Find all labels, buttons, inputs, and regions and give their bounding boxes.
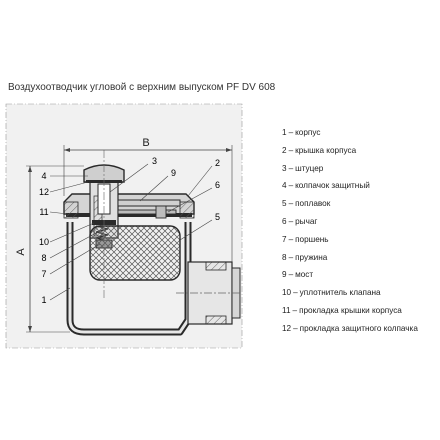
callout-10: 10 [39,222,95,247]
legend-item: 10–уплотнитель клапана [282,288,381,298]
legend-item: 4–колпачок защитный [282,181,370,191]
lever [117,209,177,215]
svg-text:3: 3 [152,156,157,166]
svg-text:2: 2 [215,158,220,168]
svg-text:8: 8 [41,253,46,263]
svg-text:12: 12 [39,187,49,197]
svg-text:6: 6 [215,180,220,190]
callout-2: 2 [187,158,220,197]
protective-cap [83,164,125,183]
callout-9: 9 [139,168,176,202]
svg-text:1: 1 [41,295,46,305]
legend-item: 9–мост [282,270,314,280]
legend-item: 7–поршень [282,234,329,244]
callout-8: 8 [41,231,99,263]
callout-7: 7 [41,243,101,279]
callout-3: 3 [109,156,157,193]
dimension-a-label: A [15,248,27,256]
float [89,225,181,281]
legend-item: 3–штуцер [282,163,324,173]
cover-gasket [66,213,192,217]
diagram-title: Воздухоотводчик угловой с верхним выпуск… [8,82,276,93]
callout-11: 11 [39,207,69,217]
legend-item: 6–рычаг [282,216,318,226]
legend-item: 8–пружина [282,252,328,262]
callout-4: 4 [41,171,88,181]
callout-5: 5 [179,212,220,241]
bridge [117,199,181,207]
callout-12: 12 [39,181,89,197]
legend-item: 11–прокладка крышки корпуса [282,305,402,315]
svg-text:9: 9 [171,168,176,178]
legend-item: 1–корпус [282,128,321,137]
callout-6: 6 [167,180,220,213]
svg-text:7: 7 [41,269,46,279]
svg-text:4: 4 [41,171,46,181]
air-vent-section-drawing: B A 4 12 11 10 8 7 1 3 9 2 [5,103,243,349]
parts-legend: 1–корпус 2–крышка корпуса 3–штуцер 4–кол… [282,124,418,338]
svg-text:10: 10 [39,237,49,247]
legend-item: 5–поплавок [282,199,331,209]
callout-1: 1 [41,287,71,305]
legend-item: 12–прокладка защитного колпачка [282,323,418,333]
dimension-b-label: B [142,137,149,149]
svg-text:5: 5 [215,212,220,222]
svg-text:11: 11 [39,207,48,217]
legend-item: 2–крышка корпуса [282,145,357,155]
